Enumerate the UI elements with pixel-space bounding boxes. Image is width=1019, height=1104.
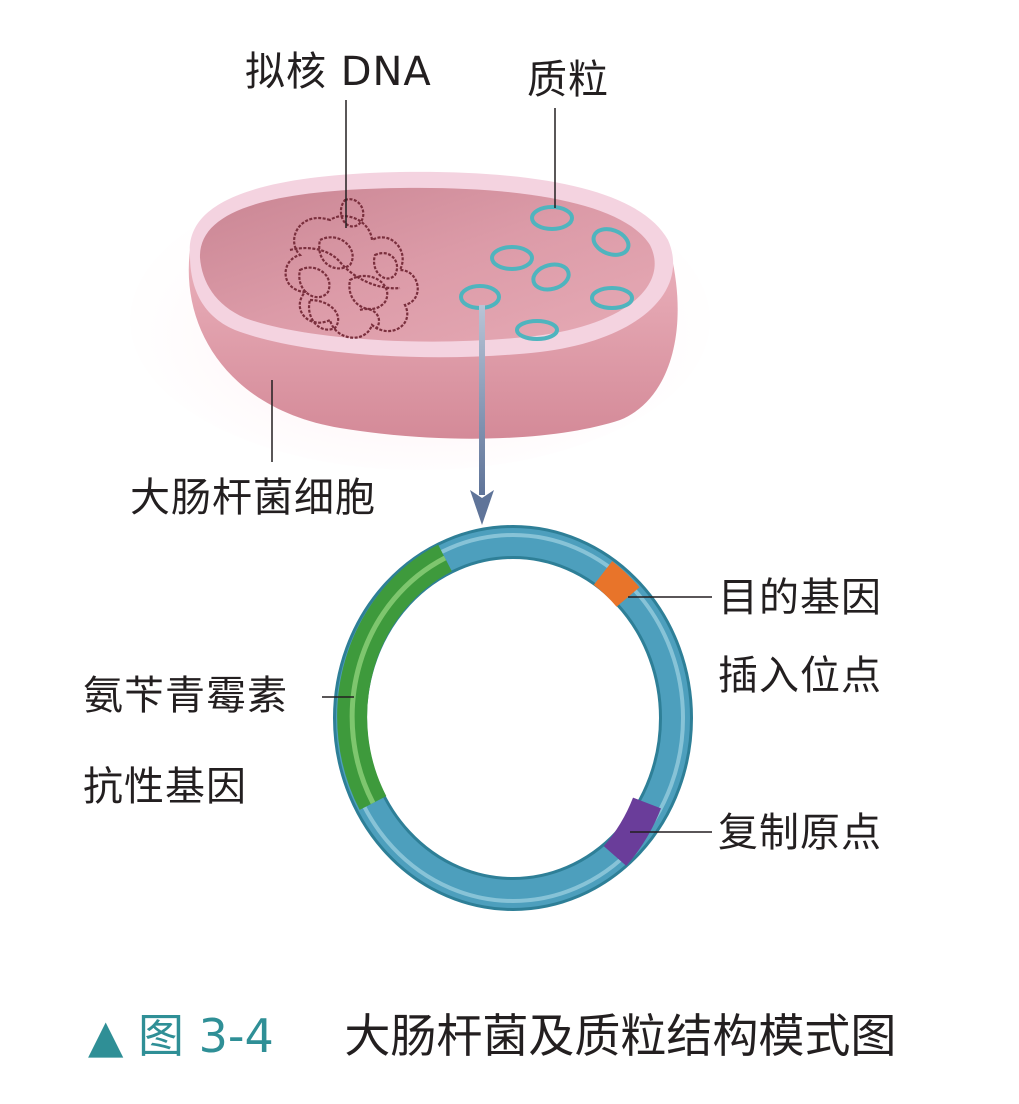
label-target-gene-line1: 目的基因 (718, 575, 882, 621)
figure-number: 图 3-4 (138, 1009, 274, 1063)
plasmid-ring (490, 245, 534, 271)
label-nucleoid-dna: 拟核 DNA (245, 49, 432, 95)
ecoli-cell-cavity (199, 187, 655, 342)
nucleoid-dna (284, 198, 419, 339)
figure-title: 大肠杆菌及质粒结构模式图 (344, 1009, 897, 1063)
plasmid-ring (531, 262, 571, 292)
label-ecoli-cell: 大肠杆菌细胞 (130, 475, 376, 521)
label-target-gene-line2: 插入位点 (718, 653, 882, 699)
label-plasmid: 质粒 (527, 57, 609, 103)
plasmid-ring (590, 286, 634, 310)
label-amp-line2: 抗性基因 (83, 764, 247, 810)
cell-plasmids (459, 205, 634, 341)
label-origin: 复制原点 (718, 810, 882, 856)
plasmid-ring (530, 205, 574, 231)
figure-caption: ▲ 图 3-4 大肠杆菌及质粒结构模式图 (88, 1000, 896, 1066)
origin-segment (603, 797, 661, 866)
down-arrow-icon (470, 305, 494, 525)
plasmid-diagram (333, 525, 693, 911)
insertion-site-segment (593, 561, 640, 607)
plasmid-ring (591, 227, 631, 257)
triangle-up-icon: ▲ (88, 1009, 124, 1063)
plasmid-ring (515, 319, 559, 341)
label-amp-line1: 氨苄青霉素 (83, 673, 288, 719)
